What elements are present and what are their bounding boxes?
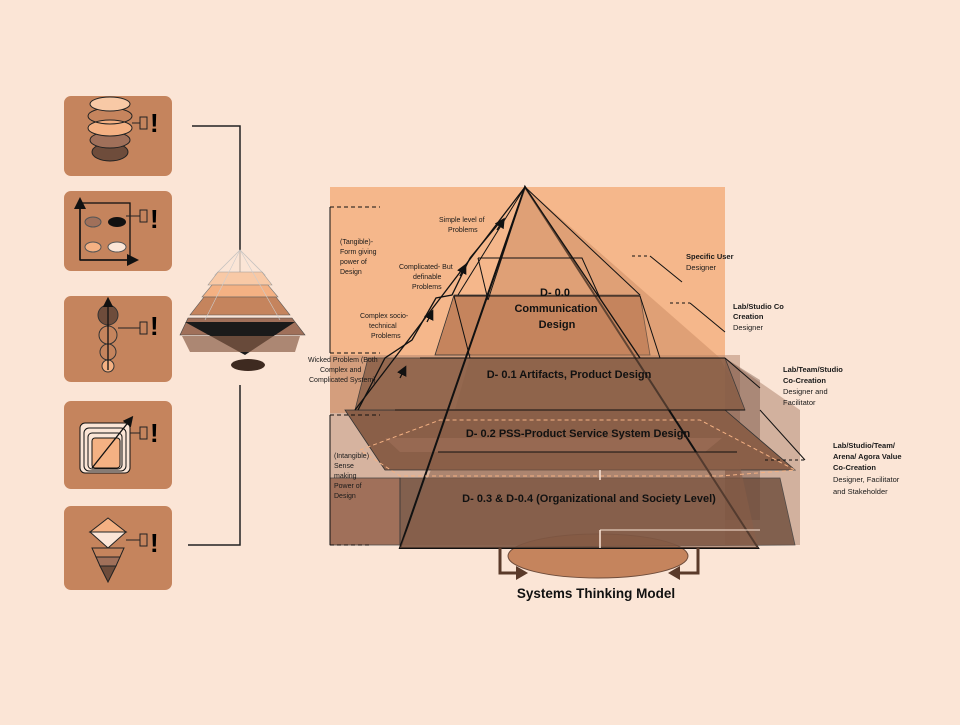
tangible-line3: power of (340, 259, 367, 266)
intangible-line1: (Intangible) (334, 453, 369, 460)
icon-mark-4: ! (150, 418, 159, 448)
intangible-line5: Design (334, 493, 356, 500)
role1-sub: Designer (686, 263, 717, 272)
role4-title-1: Lab/Studio/Team/ (833, 441, 896, 450)
level-d00-line1: D- 0.0 (540, 287, 570, 299)
intangible-line3: making (334, 473, 357, 480)
problem-complex-1: Complex socio- (360, 313, 409, 320)
role3-title-1: Lab/Team/Studio (783, 365, 843, 374)
role4-sub-1: Designer, Facilitator (833, 475, 900, 484)
problem-simple-2: Problems (448, 227, 478, 234)
icon-box-3: ! (62, 294, 174, 384)
tangible-line1: (Tangible)- (340, 239, 374, 246)
role3-sub-1: Designer and (783, 387, 828, 396)
left-scale-lines (329, 206, 380, 546)
loop-arrow-left-head (516, 566, 528, 580)
tangible-line2: Form giving (340, 249, 377, 256)
problem-complicated-2: definable (413, 274, 442, 281)
role1-title: Specific User (686, 252, 734, 261)
funnel-icon (88, 517, 148, 584)
intangible-line4: Power of (334, 483, 362, 490)
beads-icon (97, 296, 148, 373)
role2-title-2: Creation (733, 312, 764, 321)
icon-mark-2: ! (150, 204, 159, 234)
problem-complex-2: technical (369, 323, 397, 330)
bracket-upper (192, 125, 241, 300)
role-connectors (632, 255, 806, 461)
icon-box-4: ! (62, 399, 174, 491)
icon-mark-5: ! (150, 528, 159, 558)
icon-mark-3: ! (150, 311, 159, 341)
level-d03: D- 0.3 & D-0.4 (Organizational and Socie… (462, 493, 716, 505)
problem-wicked-1: Wicked Problem (Both (308, 357, 378, 364)
diagram-title: Systems Thinking Model (517, 586, 675, 601)
mini-pyramid (179, 249, 306, 371)
level-d00-line3: Design (539, 319, 576, 331)
role4-title-2: Arena/ Agora Value (833, 452, 902, 461)
loop-arrow-right-head (668, 566, 680, 580)
icon-mark-1: ! (150, 108, 159, 138)
icon-box-1: ! (62, 94, 174, 178)
role3-title-2: Co-Creation (783, 376, 826, 385)
role4-title-3: Co-Creation (833, 463, 876, 472)
problem-wicked-3: Complicated System) (309, 377, 376, 384)
icon-box-2: ! (62, 189, 174, 273)
level-d02: D- 0.2 PSS-Product Service System Design (466, 428, 691, 440)
bracket-lower (188, 385, 241, 546)
problem-wicked-2: Complex and (320, 367, 361, 374)
level-d00-line2: Communication (514, 303, 597, 315)
stacked-squares-icon (79, 415, 148, 474)
problem-simple-1: Simple level of (439, 217, 485, 224)
tangible-line4: Design (340, 269, 362, 276)
quadrant-icon (74, 197, 148, 266)
rings-icon (87, 96, 148, 162)
intangible-line2: Sense (334, 463, 354, 470)
level-d01: D- 0.1 Artifacts, Product Design (487, 369, 652, 381)
loop-arrows (498, 548, 700, 575)
problem-complex-3: Problems (371, 333, 401, 340)
icon-box-5: ! (62, 504, 174, 592)
role3-sub-2: Facilitator (783, 398, 816, 407)
problem-complicated-1: Complicated- But (399, 264, 453, 271)
role2-sub: Designer (733, 323, 764, 332)
problem-complicated-3: Problems (412, 284, 442, 291)
role4-sub-2: and Stakeholder (833, 487, 888, 496)
main-pyramid (329, 184, 797, 549)
role2-title-1: Lab/Studio Co (733, 302, 784, 311)
